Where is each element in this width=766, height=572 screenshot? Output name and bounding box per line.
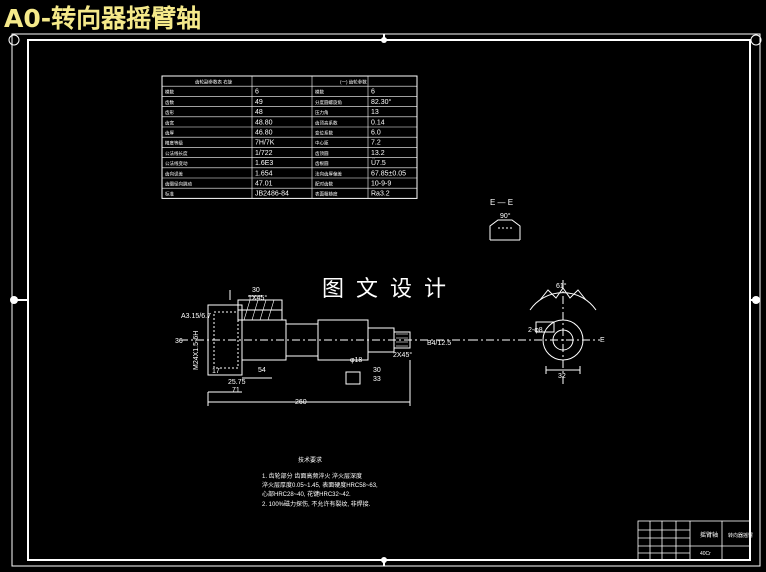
shaft-dimension-labels: 30 1X45° A3.15/6.7 36 M24X1.5-6H 17 54 2… bbox=[175, 287, 451, 406]
param-table-cell: 齿数 bbox=[165, 99, 174, 106]
param-table-cell: 7.2 bbox=[371, 140, 381, 147]
dim-260: 260 bbox=[295, 399, 307, 406]
param-table-cell: 48.80 bbox=[255, 119, 273, 126]
param-table-cell: 齿向误差 bbox=[165, 170, 183, 177]
dim-hole-label: B4/12.5 bbox=[427, 340, 451, 347]
dim-17: 17 bbox=[212, 368, 220, 375]
param-table-cell: JB2486-84 bbox=[255, 191, 289, 198]
param-table-cell: 13.2 bbox=[371, 150, 385, 157]
param-table-cell: 6.0 bbox=[371, 130, 381, 137]
center-mark-left bbox=[10, 296, 18, 304]
title-block-labels: 摇臂轴 转向器摇臂 40Cr bbox=[700, 531, 753, 557]
dim-right-chamfer: 2X45° bbox=[393, 351, 412, 359]
dim-m-thread: M24X1.5-6H bbox=[193, 331, 200, 370]
param-table-cell: 齿宽 bbox=[165, 119, 174, 126]
title-block-name: 摇臂轴 bbox=[700, 531, 718, 539]
param-table-cell: 13 bbox=[371, 109, 379, 116]
param-table-cell: 表面粗糙度 bbox=[315, 191, 338, 198]
param-table-cell: 压力角 bbox=[315, 109, 329, 116]
title-block-label: 转向器摇臂 bbox=[728, 532, 753, 539]
gear-section-labels: 61° 2-φ8 E 32 bbox=[528, 282, 605, 380]
param-table-cell: 模数 bbox=[315, 89, 324, 96]
param-table-cell: 6 bbox=[255, 89, 259, 96]
title-block-material: 40Cr bbox=[700, 551, 711, 557]
drawing-title: A0-转向器摇臂轴 bbox=[4, 4, 202, 33]
param-table-cell: Ra3.2 bbox=[371, 191, 390, 198]
center-mark-right bbox=[752, 296, 760, 304]
param-table-cell: 模数 bbox=[165, 89, 174, 96]
param-table-cell: 公法线长度 bbox=[165, 150, 188, 157]
dim-33: 33 bbox=[373, 376, 381, 383]
param-table-right-header: (一) 齿轮参数 bbox=[340, 79, 367, 86]
param-table-cell: 67.85±0.05 bbox=[371, 170, 406, 177]
watermark: 图文设计 bbox=[322, 277, 458, 302]
param-table-cell: 齿根圆 bbox=[315, 160, 329, 167]
param-table-cell: 精度等级 bbox=[165, 140, 183, 147]
param-table-cell: 1/722 bbox=[255, 150, 273, 157]
dim-54: 54 bbox=[258, 367, 266, 374]
section-angle: 90° bbox=[500, 212, 511, 220]
corner-mark-tr bbox=[750, 34, 762, 46]
param-table-cell: 配对齿数 bbox=[315, 181, 333, 188]
dim-bolt: 2-φ8 bbox=[528, 327, 543, 334]
param-table-cell: 齿厚 bbox=[165, 131, 174, 137]
param-table-cell: 7H/7K bbox=[255, 140, 275, 147]
param-table-cell: 0.14 bbox=[371, 119, 385, 126]
gear-section-e-label: E bbox=[600, 337, 605, 344]
note-line-4: 2. 100%磁力探伤, 不允许有裂纹, 非焊接. bbox=[262, 500, 371, 508]
param-table-cell: 变位系数 bbox=[315, 130, 333, 137]
param-table-cell: 法向齿厚偏差 bbox=[315, 170, 342, 177]
dim-gear-width: 32 bbox=[558, 373, 566, 380]
section-view-e: E — E 90° bbox=[489, 198, 521, 241]
dim-thread-left: A3.15/6.7 bbox=[181, 313, 211, 320]
param-table-cell: 齿形 bbox=[165, 109, 174, 116]
center-mark-bottom bbox=[381, 557, 387, 563]
corner-mark-tl bbox=[8, 34, 20, 46]
gear-angle: 61° bbox=[556, 282, 567, 290]
center-mark-top bbox=[381, 37, 387, 43]
dim-36: 36 bbox=[175, 338, 183, 345]
watermark-text: 图文设计 bbox=[322, 277, 458, 302]
dim-30: 30 bbox=[252, 287, 260, 294]
param-table-cell: 10-9-9 bbox=[371, 181, 391, 188]
param-table-left-header: 齿轮副参数表 右旋 bbox=[195, 79, 233, 86]
param-table-cell: 公法线变动 bbox=[165, 160, 188, 167]
shaft-main-view bbox=[180, 290, 470, 406]
param-table-cell: 齿圈径向跳动 bbox=[165, 181, 192, 188]
note-line-2: 淬火层厚度0.05~1.45, 表面硬度HRC58~63, bbox=[262, 481, 378, 489]
param-table-cell: 6 bbox=[371, 89, 375, 96]
param-table-cell: 1.6E3 bbox=[255, 160, 273, 167]
gear-section-view bbox=[470, 280, 600, 385]
param-table-cell: 48 bbox=[255, 109, 263, 116]
param-table-cell: 49 bbox=[255, 99, 263, 106]
param-table-cell: 82.30° bbox=[371, 98, 392, 106]
note-line-1: 1. 齿轮部分 齿面高频淬火 淬火层深度 bbox=[262, 472, 362, 480]
param-table-cell: 分度圆螺旋角 bbox=[315, 99, 342, 106]
title-block bbox=[637, 520, 751, 561]
param-table-cell: 齿顶高系数 bbox=[315, 119, 338, 126]
section-label: E — E bbox=[490, 198, 513, 207]
param-table-cell: 齿顶圆 bbox=[315, 151, 329, 157]
param-table-cell: Ü7.5 bbox=[371, 159, 386, 167]
technical-notes: 技术要求 1. 齿轮部分 齿面高频淬火 淬火层深度 淬火层厚度0.05~1.45… bbox=[262, 456, 378, 508]
dim-25-75: 25.75 bbox=[228, 379, 246, 386]
param-table-cell: 47.01 bbox=[255, 181, 273, 188]
dim-71: 71 bbox=[232, 387, 240, 394]
param-table-cell: 46.80 bbox=[255, 130, 273, 137]
notes-heading: 技术要求 bbox=[298, 456, 322, 464]
dim-spline: φ18 bbox=[350, 357, 362, 364]
param-table-cell: 标准 bbox=[165, 191, 174, 198]
dim-30-right: 30 bbox=[373, 367, 381, 374]
dim-chamfer: 1X45° bbox=[248, 294, 267, 302]
note-line-3: 心部HRC28~40, 花键HRC32~42. bbox=[262, 490, 351, 498]
param-table-cell: 中心距 bbox=[315, 140, 329, 147]
param-table-cell: 1.654 bbox=[255, 170, 273, 177]
